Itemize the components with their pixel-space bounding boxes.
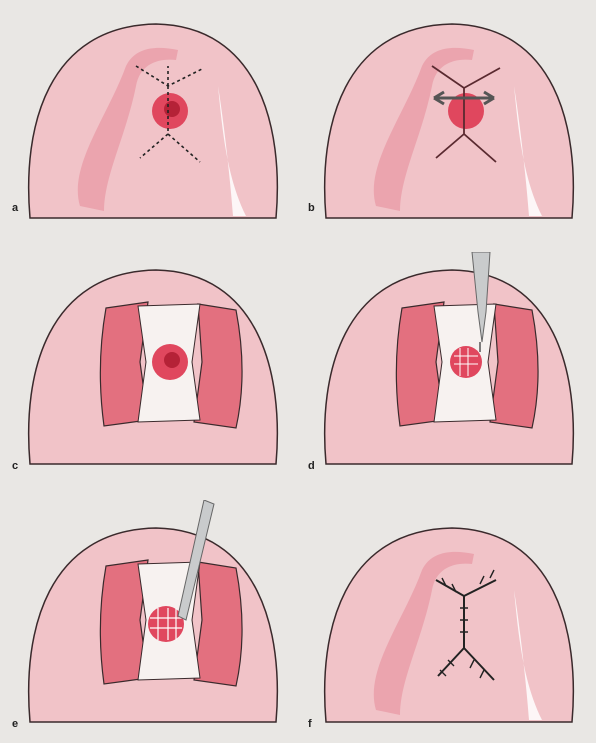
panel-label: a <box>12 202 18 214</box>
right-flap <box>194 562 242 686</box>
lesion-core <box>164 352 180 368</box>
panel-f-illustration <box>304 500 590 732</box>
right-flap <box>490 304 538 428</box>
panel-label: c <box>12 460 18 472</box>
panel-e: e <box>8 500 294 732</box>
lesion <box>450 346 482 378</box>
panel-label: b <box>308 202 315 214</box>
panel-c: c <box>8 252 294 484</box>
panel-a: a <box>8 6 294 238</box>
panel-label: d <box>308 460 315 472</box>
right-flap <box>194 304 242 428</box>
panel-f: f <box>304 500 590 732</box>
panel-label: f <box>308 718 312 730</box>
panel-b: b <box>304 6 590 238</box>
panel-a-illustration <box>8 6 294 238</box>
panel-d-illustration <box>304 252 590 484</box>
panel-label: e <box>12 718 18 730</box>
panel-d: d <box>304 252 590 484</box>
panel-e-illustration <box>8 500 294 732</box>
lesion-core <box>164 101 180 117</box>
panel-c-illustration <box>8 252 294 484</box>
panel-b-illustration <box>304 6 590 238</box>
